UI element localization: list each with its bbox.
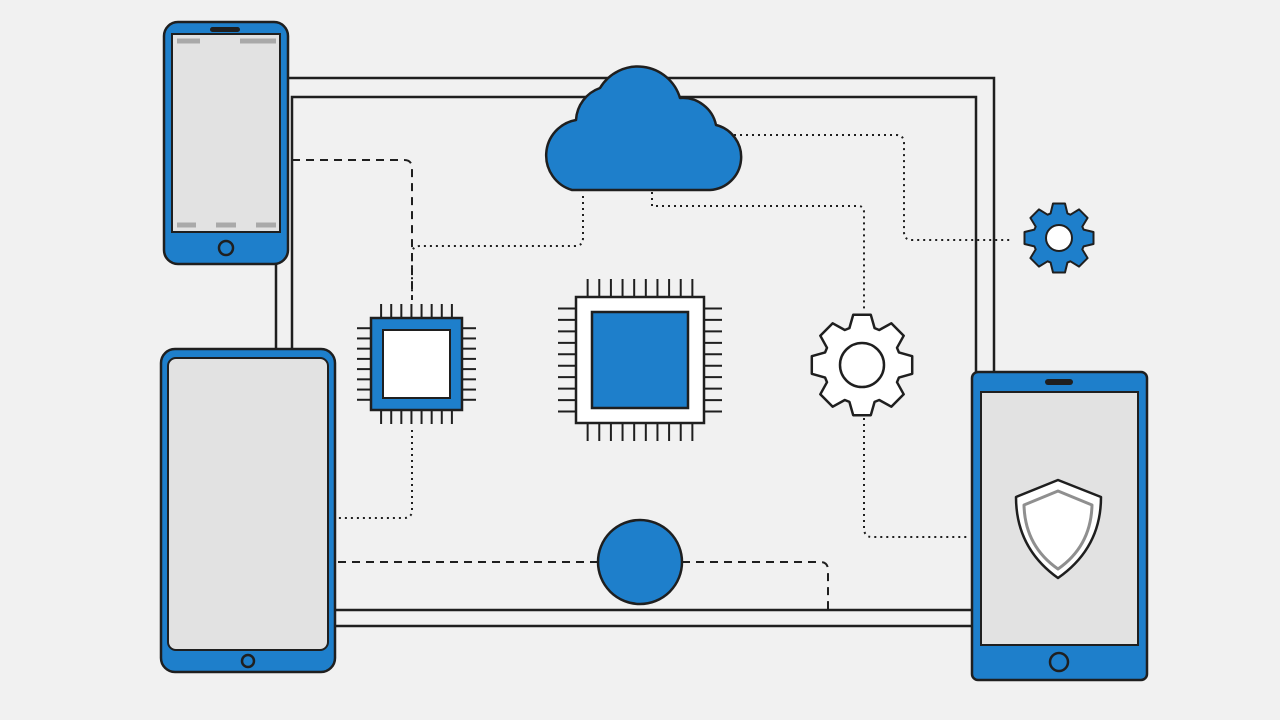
home-button-icon <box>1048 651 1070 673</box>
home-button-icon <box>217 239 235 257</box>
tablet-right <box>970 370 1149 682</box>
tablet-left <box>159 347 337 674</box>
circle-node <box>596 518 684 606</box>
gear-icon <box>810 313 914 417</box>
shield-icon <box>1014 478 1103 580</box>
connector-chip-to-tablet <box>338 430 413 519</box>
connector-phone-to-chip <box>292 159 413 300</box>
smartphone <box>162 20 290 266</box>
connector-lines <box>292 134 1010 615</box>
connector-cloud-to-left <box>411 196 584 300</box>
gear-icon <box>1023 202 1095 274</box>
connector-cloud-to-gear <box>651 192 865 312</box>
connector-gear-to-right-tablet <box>863 418 970 538</box>
connector-cloud-to-right-gear <box>728 134 1010 241</box>
connector-node-to-right <box>682 561 829 615</box>
chip-icon <box>357 304 476 424</box>
chip-icon <box>558 279 722 441</box>
home-button-icon <box>240 653 256 669</box>
cloud-icon <box>544 65 743 192</box>
